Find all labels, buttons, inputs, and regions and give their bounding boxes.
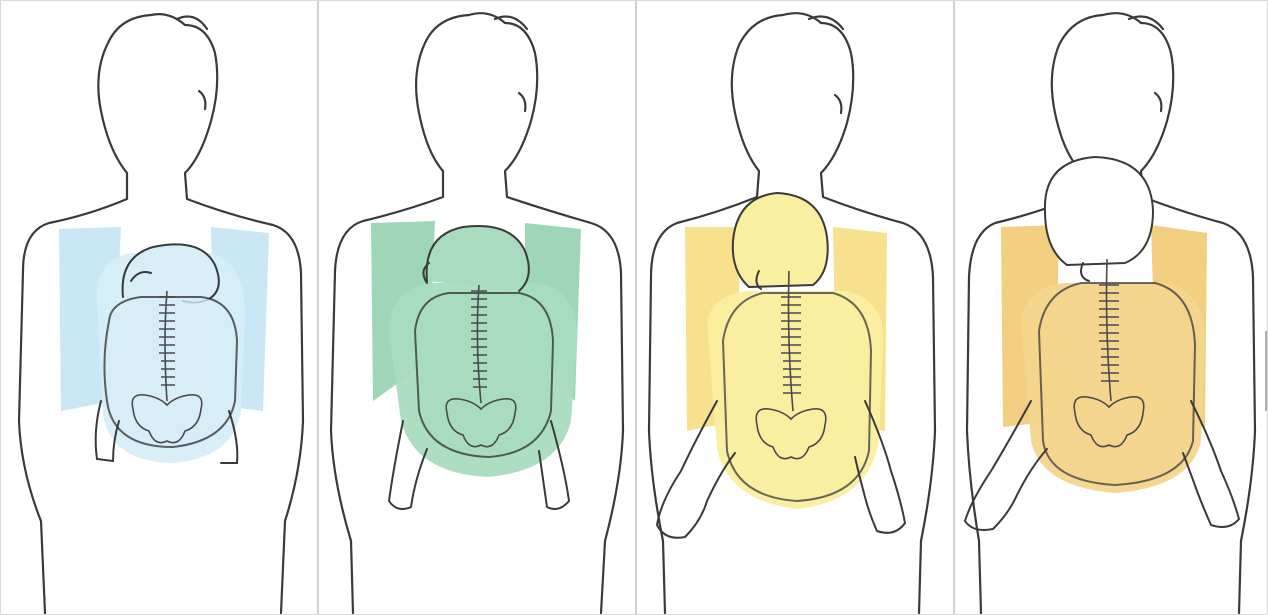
stage-2-drawing bbox=[319, 1, 635, 614]
panel-stage-1 bbox=[1, 1, 317, 614]
panel-stage-4 bbox=[953, 1, 1268, 614]
panel-stage-2 bbox=[317, 1, 635, 614]
stage-3-drawing bbox=[637, 1, 953, 614]
stage-4-drawing bbox=[955, 1, 1268, 614]
stage-1-drawing bbox=[1, 1, 317, 614]
panel-stage-3 bbox=[635, 1, 953, 614]
